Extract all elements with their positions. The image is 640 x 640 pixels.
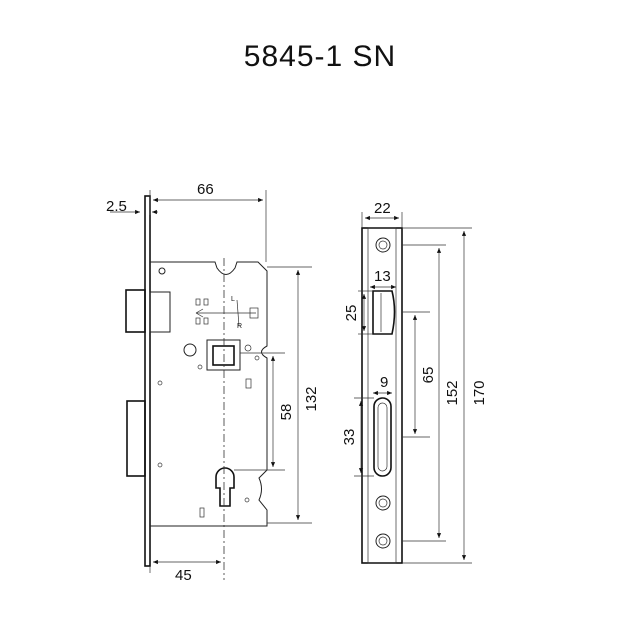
- dim-bolt-height: 33: [341, 429, 358, 446]
- dim-latch-width: 13: [374, 268, 391, 285]
- dim-case-height: 132: [303, 386, 320, 411]
- product-title: 5845-1 SN: [243, 40, 397, 73]
- dim-screw-spacing: 152: [444, 380, 461, 405]
- svg-text:R: R: [237, 323, 242, 330]
- screw-hole-mid: [375, 495, 391, 511]
- cylinder-cutout: [215, 467, 235, 507]
- svg-text:L: L: [231, 296, 235, 303]
- screw-hole-bottom: [375, 533, 391, 549]
- lock-case-outline: [150, 261, 268, 527]
- bolt-slot: [373, 397, 392, 477]
- latch-bolt-body: [149, 291, 171, 333]
- follower-square: [212, 345, 235, 366]
- dim-latch-height: 25: [343, 305, 360, 322]
- lock-body-view: L R 2.5 66 132: [106, 181, 320, 584]
- dim-faceplate-thickness: 2.5: [106, 198, 127, 215]
- latch-bolt-head: [125, 289, 146, 333]
- dim-backset-width: 66: [197, 181, 214, 198]
- dim-handle-to-cylinder: 58: [278, 404, 295, 421]
- screw-hole: [183, 343, 197, 357]
- faceplate-front-view: 22 13 25 9 33 65 152 170: [341, 200, 488, 564]
- dead-bolt: [126, 400, 146, 477]
- faceplate-side: [144, 195, 151, 567]
- dim-latch-to-bolt: 65: [420, 367, 437, 384]
- screw-hole-top: [375, 237, 391, 253]
- latch-opening: [372, 290, 396, 335]
- dim-backset: 45: [175, 567, 192, 584]
- rivet: [158, 267, 166, 275]
- follower-outer: [206, 339, 241, 371]
- dim-faceplate-width: 22: [374, 200, 391, 217]
- dim-faceplate-length: 170: [471, 380, 488, 405]
- dim-bolt-width: 9: [380, 374, 388, 391]
